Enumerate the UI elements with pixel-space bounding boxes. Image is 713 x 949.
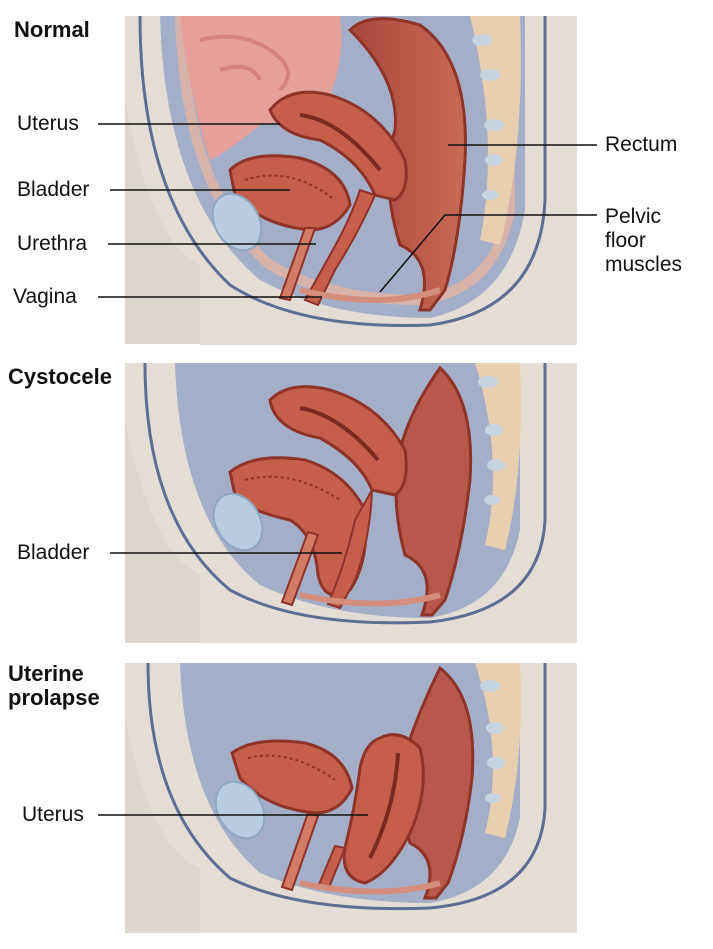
- vertebra-2: [486, 722, 504, 734]
- uterus: [268, 385, 408, 497]
- uterine-prolapse-anatomy-illustration: [98, 662, 577, 933]
- label-uterus: Uterus: [22, 803, 84, 826]
- rectum: [347, 17, 467, 312]
- vagina: [303, 188, 377, 307]
- vertebra-2: [480, 69, 500, 81]
- pelvic-floor-muscles: [299, 287, 441, 303]
- label-bladder: Bladder: [17, 178, 90, 201]
- vagina: [326, 489, 373, 610]
- body-outline-line: [138, 15, 547, 327]
- vertebra-5: [482, 190, 498, 200]
- normal-panel: Normal Uterus Bladder Urethra Vagina Rec…: [0, 0, 713, 345]
- bladder: [230, 739, 354, 815]
- panel-title-cystocele: Cystocele: [8, 364, 112, 389]
- vertebra-3: [484, 119, 504, 131]
- label-uterus: Uterus: [17, 112, 79, 135]
- vertebra-4: [485, 793, 501, 803]
- vertebra-4: [484, 495, 500, 505]
- label-rectum: Rectum: [605, 133, 678, 156]
- body-outline-line: [143, 362, 547, 625]
- vertebra-2: [485, 424, 503, 436]
- urethra: [280, 530, 320, 607]
- vertebra-1: [480, 680, 500, 692]
- sacrum-bone: [475, 663, 521, 838]
- panel-title-normal: Normal: [14, 17, 90, 42]
- vertebra-3: [487, 757, 505, 769]
- vertebra-4: [485, 154, 503, 166]
- uterine-prolapse-panel: Uterine prolapse Uterus: [0, 658, 713, 949]
- vertebra-3: [487, 459, 505, 471]
- vertebra-1: [478, 376, 498, 388]
- urethra: [280, 811, 320, 892]
- pelvic-floor-muscles: [299, 880, 441, 895]
- pubic-bone: [214, 780, 266, 840]
- panel-title-uterine-prolapse: Uterine prolapse: [8, 661, 100, 710]
- uterus: [342, 733, 425, 885]
- pubic-bone: [211, 192, 263, 252]
- pubic-bone: [212, 492, 264, 552]
- body-outline-line: [146, 662, 547, 911]
- label-urethra: Urethra: [17, 232, 88, 255]
- pelvic-floor-muscles: [299, 592, 441, 607]
- urethra: [278, 227, 317, 302]
- cystocele-panel: Cystocele Bladder: [0, 360, 713, 645]
- vertebra-1: [472, 34, 492, 46]
- normal-anatomy-illustration: [98, 15, 597, 345]
- label-bladder: Bladder: [17, 541, 90, 564]
- bladder: [228, 154, 352, 232]
- uterus: [268, 90, 408, 202]
- leader-pelvic-floor: [379, 214, 597, 293]
- label-pelvic-floor-muscles: Pelvic floor muscles: [605, 205, 683, 276]
- sacrum-bone: [475, 363, 521, 550]
- cystocele-anatomy-illustration: [110, 362, 577, 643]
- label-vagina: Vagina: [13, 285, 77, 308]
